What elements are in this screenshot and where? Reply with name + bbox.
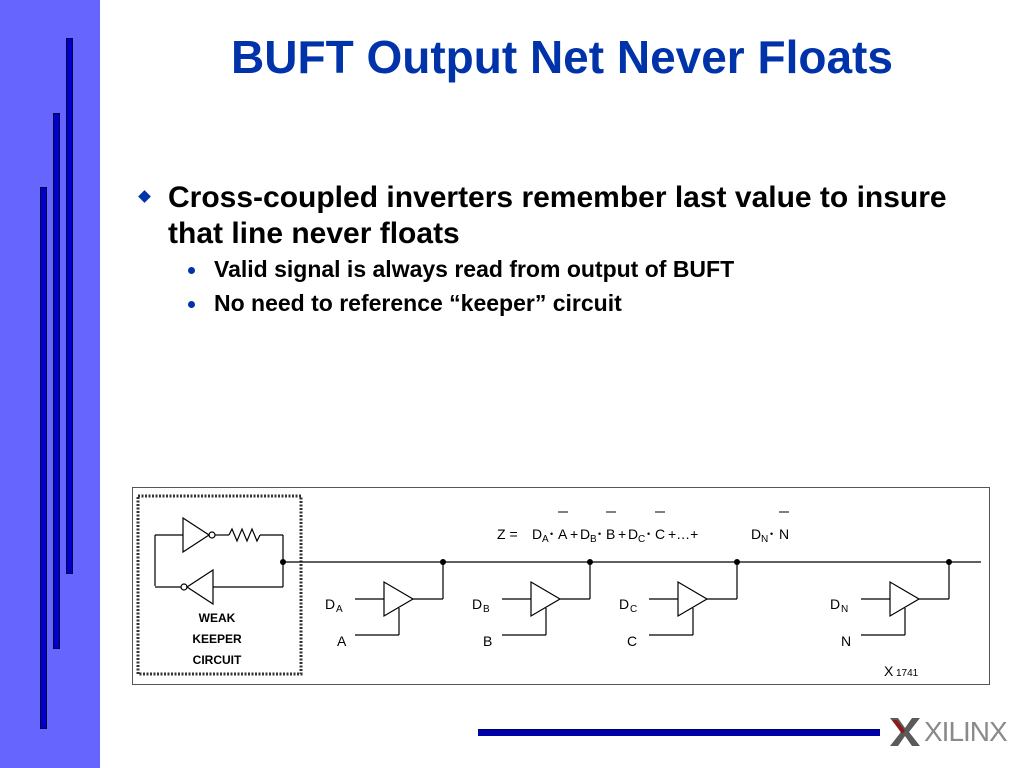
- buft-a: [355, 562, 444, 636]
- keeper-label-line: CIRCUIT: [193, 653, 242, 667]
- equation: Z = D A • A + D B • B + D C • C +…+ D N …: [497, 511, 789, 545]
- decor-bar-2: [53, 113, 60, 649]
- eq-and-dot: •: [647, 529, 650, 539]
- footer-rule: [478, 729, 880, 736]
- bus-junction: [280, 559, 286, 565]
- circuit-schematic: WEAK KEEPER CIRCUIT Z = D A • A + D B • …: [136, 494, 981, 679]
- buft-data-sub: C: [630, 604, 637, 615]
- eq-d-sub: B: [590, 534, 597, 545]
- keeper-box: [136, 494, 303, 676]
- eq-plus: +: [618, 526, 626, 542]
- dot-bullet-icon: [188, 267, 195, 274]
- eq-ellipsis: +…+: [668, 526, 698, 542]
- buft-data-label: D: [619, 596, 629, 612]
- eq-d-letter: D: [751, 526, 761, 542]
- buft-enable-label: C: [627, 633, 637, 649]
- buft-data-label: D: [472, 596, 482, 612]
- buft-data-sub: A: [336, 604, 343, 615]
- bullet-item: Cross-coupled inverters remember last va…: [138, 180, 970, 252]
- buft-diagram: WEAK KEEPER CIRCUIT Z = D A • A + D B • …: [132, 487, 990, 685]
- eq-d-letter: D: [580, 526, 590, 542]
- sub-bullet-item: No need to reference “keeper” circuit: [140, 286, 970, 320]
- buft-data-sub: N: [841, 604, 848, 615]
- sub-bullet-item: Valid signal is always read from output …: [140, 252, 970, 286]
- eq-and-dot: •: [598, 529, 601, 539]
- eq-plus: +: [570, 526, 578, 542]
- sub-bullet-text: No need to reference “keeper” circuit: [214, 290, 622, 316]
- eq-and-dot: •: [770, 529, 773, 539]
- diamond-bullet-icon: [138, 190, 151, 203]
- xilinx-logo: XILINX: [888, 714, 1018, 750]
- eq-d-letter: D: [628, 526, 638, 542]
- figure-id: X: [884, 663, 894, 679]
- buft-enable-label: N: [841, 633, 851, 649]
- slide-title: BUFT Output Net Never Floats: [231, 31, 893, 83]
- eq-d-sub: N: [761, 534, 768, 545]
- eq-sel: B: [606, 526, 615, 542]
- equation-lhs: Z =: [497, 526, 518, 542]
- dot-bullet-icon: [188, 301, 195, 308]
- eq-sel: C: [655, 526, 665, 542]
- eq-sel: N: [779, 526, 789, 542]
- eq-and-dot: •: [550, 529, 553, 539]
- bullet-text: Cross-coupled inverters remember last va…: [168, 181, 947, 250]
- buft-c: [649, 562, 738, 636]
- buft-enable-label: B: [483, 633, 492, 649]
- keeper-label-line: KEEPER: [192, 632, 242, 646]
- keeper-inverter-feedback: [155, 562, 284, 606]
- sub-bullet-text: Valid signal is always read from output …: [214, 256, 735, 282]
- bullet-list: Cross-coupled inverters remember last va…: [138, 180, 970, 320]
- eq-sel: A: [558, 526, 568, 542]
- buft-enable-label: A: [337, 633, 347, 649]
- decor-bar-1: [66, 38, 73, 574]
- buft-b: [502, 562, 591, 636]
- buft-data-sub: B: [483, 604, 490, 615]
- eq-d-letter: D: [532, 526, 542, 542]
- buft-n: [861, 562, 950, 636]
- eq-d-sub: A: [542, 534, 549, 545]
- figure-num: 1741: [896, 668, 919, 679]
- keeper-label-line: WEAK: [199, 611, 236, 625]
- eq-d-sub: C: [638, 534, 645, 545]
- buft-data-label: D: [830, 596, 840, 612]
- xilinx-mark-icon: [890, 718, 920, 746]
- brand-text: XILINX: [924, 716, 1008, 747]
- side-band: [0, 0, 100, 768]
- keeper-inverter-forward: [154, 516, 284, 586]
- buft-data-label: D: [325, 596, 335, 612]
- decor-bar-3: [40, 187, 47, 729]
